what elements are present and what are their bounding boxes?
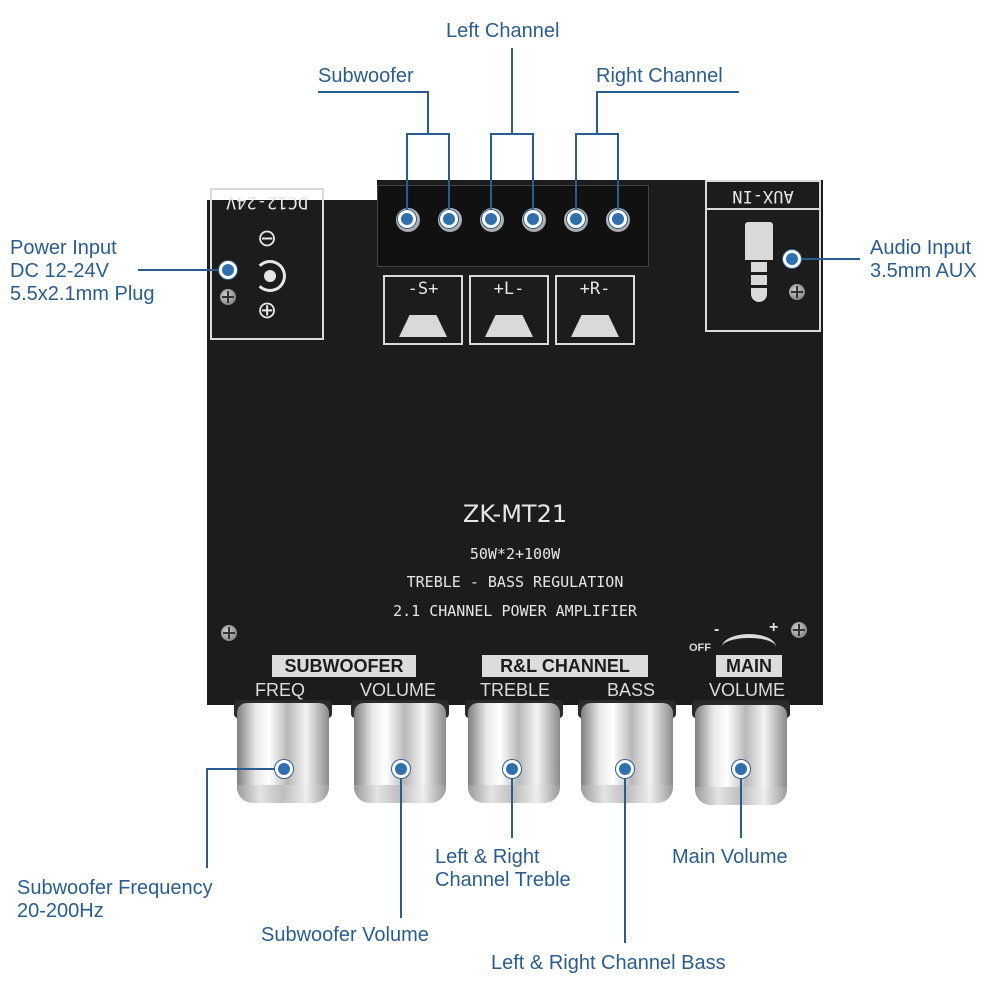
audio-input-type: 3.5mm AUX [870, 260, 977, 282]
leader-line [511, 768, 513, 838]
leader-line [206, 768, 208, 868]
terminal-label-sub: -S+ [383, 275, 463, 345]
callout-dot [398, 210, 416, 228]
callout-dot [524, 210, 542, 228]
main-plus-label: + [769, 619, 779, 636]
callout-lr-bass: Left & Right Channel Bass [491, 952, 726, 974]
callout-subwoofer: Subwoofer [318, 65, 414, 87]
leader-line [575, 133, 577, 218]
volume-arc-icon [722, 634, 776, 660]
callout-dot [219, 261, 237, 279]
knob-label-main-volume: VOLUME [708, 680, 786, 700]
sub-frequency-title: Subwoofer Frequency [17, 877, 213, 899]
leader-line [596, 91, 739, 93]
leader-line [406, 133, 408, 218]
callout-main-volume: Main Volume [672, 846, 788, 868]
terminal-label-left: +L- [469, 275, 549, 345]
power-input-title: Power Input [10, 237, 117, 259]
leader-line [740, 768, 742, 838]
aux-jack-icon [745, 222, 773, 260]
aux-input-box: AUX-IN [705, 180, 821, 332]
lr-treble-line1: Left & Right [435, 846, 540, 868]
leader-line [138, 269, 228, 271]
callout-dot [392, 760, 410, 778]
section-rl-channel: R&L CHANNEL [482, 655, 648, 677]
off-label: OFF [689, 642, 711, 654]
leader-line [206, 768, 284, 770]
callout-audio-input: Audio Input 3.5mm AUX [870, 237, 977, 283]
board-notch [207, 180, 377, 200]
leader-line [532, 133, 534, 218]
subwoofer-freq-knob[interactable] [237, 703, 329, 803]
terminal-left-polarity: +L- [493, 279, 525, 299]
knob-label-freq: FREQ [254, 680, 305, 700]
callout-dot [567, 210, 585, 228]
callout-dot [482, 210, 500, 228]
callout-subwoofer-frequency: Subwoofer Frequency 20-200Hz [17, 877, 213, 923]
main-minus-label: - [714, 621, 720, 638]
leader-line [318, 91, 428, 93]
model-name: ZK-MT21 [462, 500, 568, 528]
leader-line [448, 133, 450, 218]
audio-input-title: Audio Input [870, 237, 972, 259]
callout-dot [440, 210, 458, 228]
speaker-icon [399, 315, 447, 337]
screw-icon [789, 284, 805, 300]
leader-line [617, 133, 619, 218]
terminal-label-right: +R- [555, 275, 635, 345]
leader-line [400, 768, 402, 918]
callout-left-channel: Left Channel [446, 20, 560, 42]
screw-icon [791, 622, 807, 638]
dc-jack-icon [254, 260, 286, 292]
callout-dot [783, 250, 801, 268]
knob-label-treble: TREBLE [479, 680, 551, 700]
callout-right-channel: Right Channel [596, 65, 723, 87]
speaker-icon [485, 315, 533, 337]
lr-treble-line2: Channel Treble [435, 869, 571, 891]
dc-input-box: DC12-24V ⊖ ⊕ [210, 188, 324, 340]
callout-subwoofer-volume: Subwoofer Volume [261, 924, 429, 946]
screw-icon [220, 289, 236, 305]
callout-dot [503, 760, 521, 778]
leader-line [427, 91, 429, 134]
regulation-text: TREBLE - BASS REGULATION [406, 573, 624, 591]
callout-lr-treble: Left & Right Channel Treble [435, 846, 571, 892]
section-main: MAIN [716, 655, 782, 677]
treble-knob[interactable] [468, 703, 560, 803]
description-text: 2.1 CHANNEL POWER AMPLIFIER [393, 602, 637, 620]
minus-icon: ⊖ [257, 225, 278, 252]
terminal-sub-polarity: -S+ [407, 279, 439, 299]
leader-line [624, 768, 626, 943]
leader-line [596, 91, 598, 134]
callout-dot [609, 210, 627, 228]
callout-dot [616, 760, 634, 778]
power-rating: 50W*2+100W [469, 545, 561, 563]
leader-line [490, 133, 534, 135]
power-input-plug: 5.5x2.1mm Plug [10, 283, 155, 305]
speaker-terminal-block [377, 185, 649, 267]
section-subwoofer: SUBWOOFER [272, 655, 416, 677]
callout-power-input: Power Input DC 12-24V 5.5x2.1mm Plug [10, 237, 155, 306]
leader-line [490, 133, 492, 218]
knob-label-sub-volume: VOLUME [359, 680, 437, 700]
leader-line [406, 133, 450, 135]
sub-frequency-range: 20-200Hz [17, 900, 104, 922]
callout-dot [732, 760, 750, 778]
leader-line [511, 48, 513, 134]
leader-line [575, 133, 619, 135]
bass-knob[interactable] [581, 703, 673, 803]
leader-line [792, 258, 860, 260]
dc-voltage-label: DC12-24V [226, 192, 308, 212]
speaker-icon [571, 315, 619, 337]
plus-icon: ⊕ [257, 297, 278, 324]
screw-icon [221, 625, 237, 641]
power-input-voltage: DC 12-24V [10, 260, 109, 282]
aux-label: AUX-IN [732, 186, 794, 206]
amplifier-board [207, 180, 823, 705]
terminal-right-polarity: +R- [579, 279, 611, 299]
knob-label-bass: BASS [606, 680, 656, 700]
callout-dot [275, 760, 293, 778]
